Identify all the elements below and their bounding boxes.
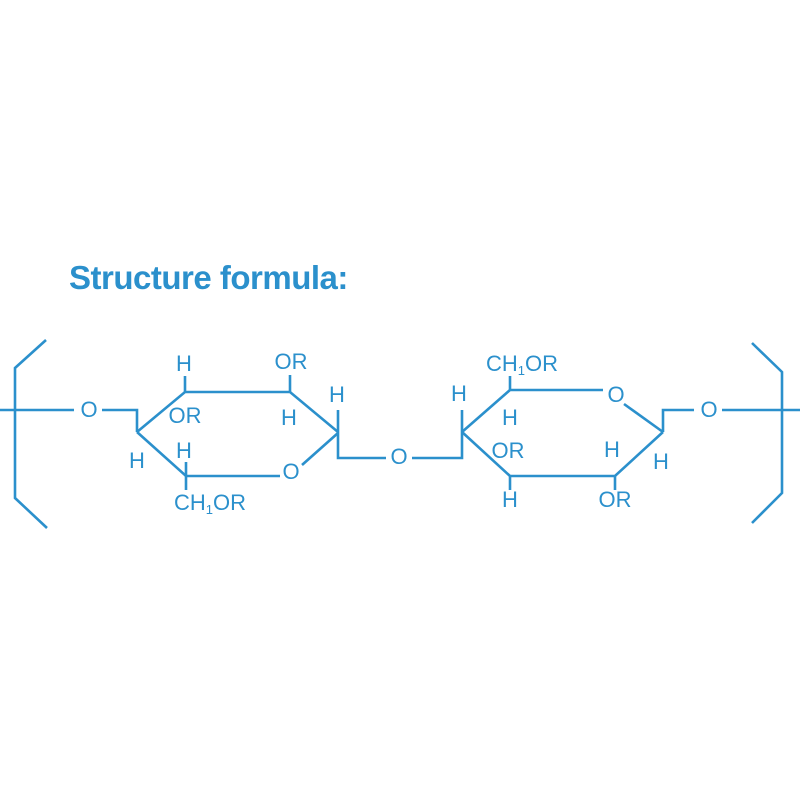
ch-or-pre: CH <box>173 490 206 515</box>
ch-or-subscript: 1 <box>205 502 214 517</box>
h-label-right-ring-inner-bottom: H <box>604 437 620 462</box>
or-label-left-ring-top: OR <box>274 349 308 374</box>
left-ring-upper-edges <box>136 390 339 433</box>
or-label-right-ring-inner: OR <box>491 438 525 463</box>
chain-oxygen-right-label: O <box>700 397 718 422</box>
ch-or-group-label-left: CH1OR <box>173 490 247 517</box>
ch-or-group-label-right: CH1OR <box>485 351 559 378</box>
ch-or-pre: CH <box>485 351 518 376</box>
h-label-left-ring-inner-top: H <box>281 405 297 430</box>
right-polymer-bracket <box>751 342 784 524</box>
right-ring-o-to-c1-bond <box>623 402 664 434</box>
left-ring-o-to-c1-bond <box>301 432 339 466</box>
left-ring-lower-edges <box>136 431 280 478</box>
right-ring-to-chain-o-bond <box>661 408 694 432</box>
h-label-right-ring-inner-top: H <box>502 405 518 430</box>
h-label-left-ring-c4: H <box>129 448 145 473</box>
h-label-right-ring-bottom: H <box>502 487 518 512</box>
ring-oxygen-left-label: O <box>282 459 300 484</box>
page-title: Structure formula: <box>69 259 348 296</box>
right-ring-lower-edges <box>461 431 664 478</box>
or-label-left-ring-inner-top: OR <box>168 403 202 428</box>
chain-bond-o-to-left-ring <box>102 408 139 432</box>
ch-or-post: OR <box>213 490 247 515</box>
ring-oxygen-right-label: O <box>607 382 625 407</box>
h-label-right-ring-c4: H <box>451 381 467 406</box>
or-label-right-ring-bottom: OR <box>598 487 632 512</box>
chain-oxygen-left-label: O <box>80 397 98 422</box>
glycosidic-o-to-right-c4-bond <box>412 410 464 460</box>
ch-or-post: OR <box>525 351 559 376</box>
h-label-right-ring-c1: H <box>653 449 669 474</box>
h-label-left-ring-top: H <box>176 351 192 376</box>
h-label-left-ring-c1: H <box>329 382 345 407</box>
left-c1-to-glycosidic-o-bond <box>336 410 386 460</box>
right-ring-upper-edges <box>461 388 603 433</box>
h-label-left-ring-inner-bottom: H <box>176 438 192 463</box>
left-polymer-bracket <box>13 339 48 529</box>
ch-or-subscript: 1 <box>517 363 526 378</box>
glycosidic-oxygen-label: O <box>390 444 408 469</box>
